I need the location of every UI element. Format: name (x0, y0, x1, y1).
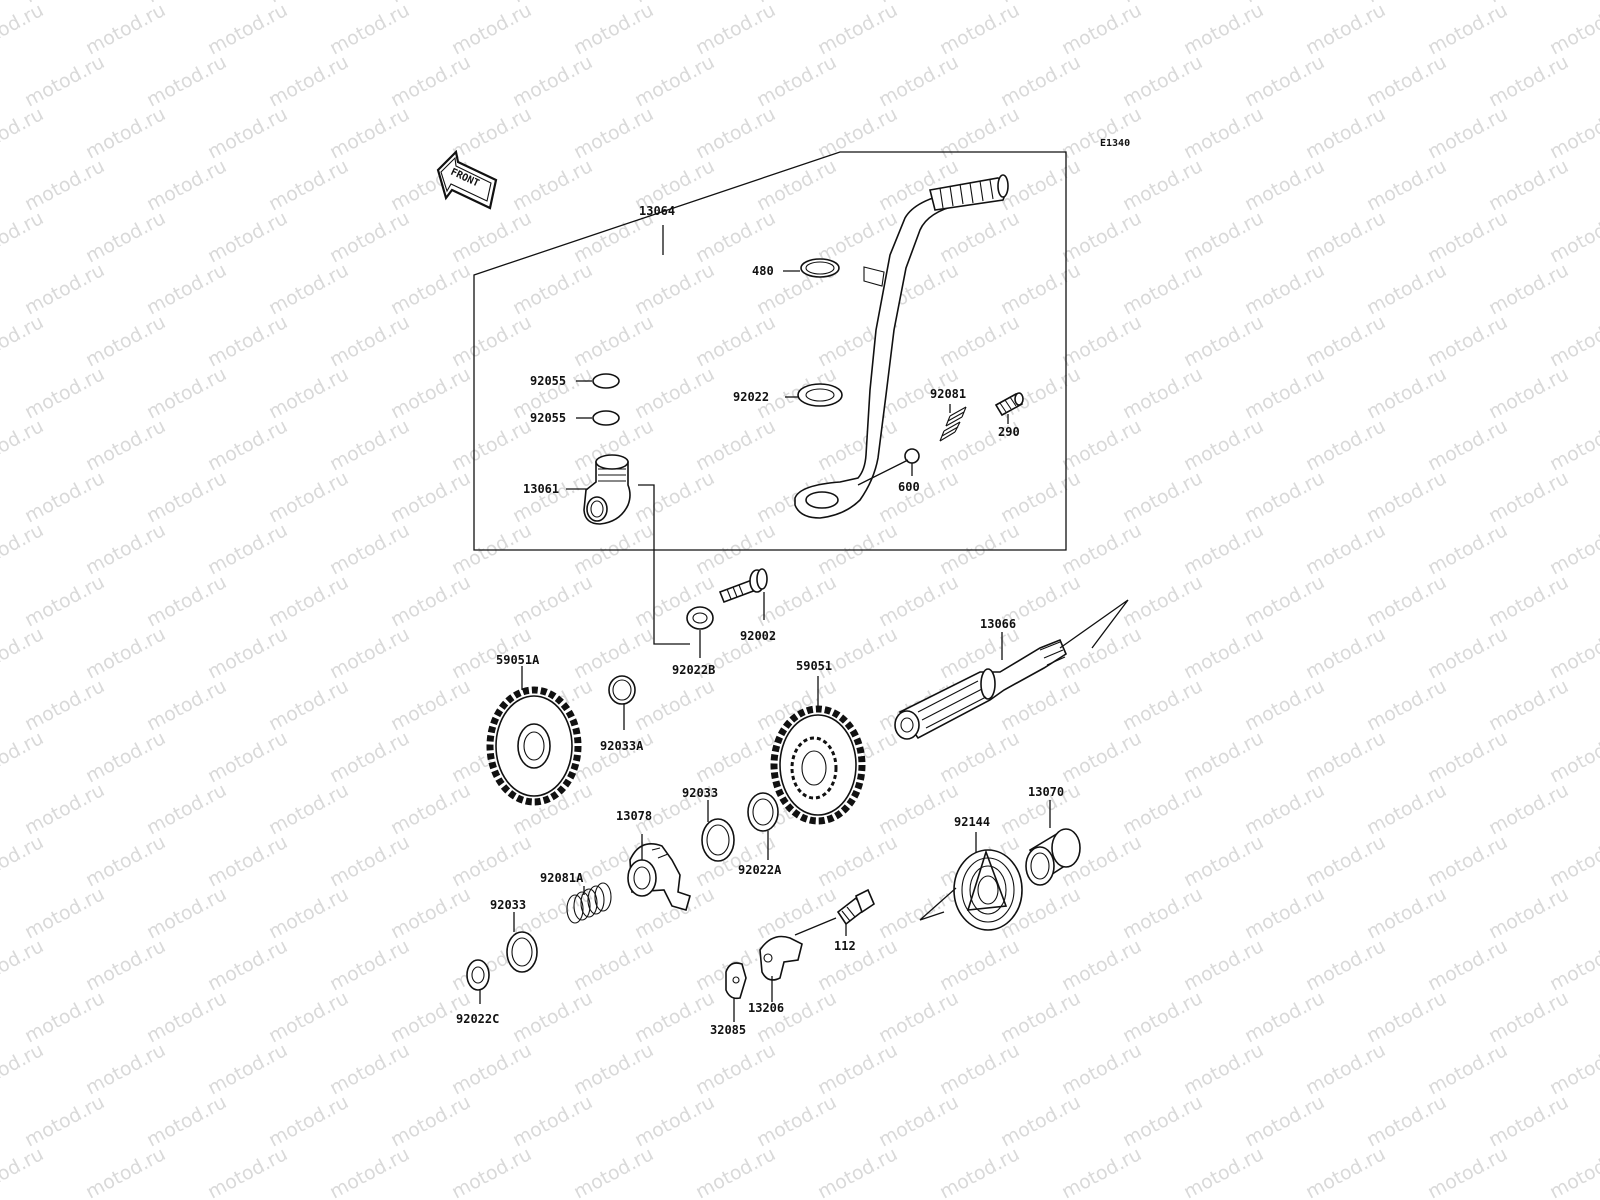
label-480: 480 (752, 264, 774, 278)
o-ring-92055-upper (592, 373, 620, 389)
diagram-code: E1340 (1100, 138, 1130, 149)
label-13064: 13064 (639, 204, 675, 218)
spring-guide-13070 (1025, 828, 1081, 886)
stopper-13206 (759, 935, 803, 981)
label-92022: 92022 (733, 390, 769, 404)
label-59051: 59051 (796, 659, 832, 673)
bolt-112 (836, 888, 875, 926)
ratchet-13078 (627, 843, 691, 911)
label-600: 600 (898, 480, 920, 494)
connector-line (638, 484, 690, 645)
label-92033: 92033 (682, 786, 718, 800)
kick-pedal-lever (794, 174, 1009, 519)
shaft-13061 (583, 454, 631, 525)
washer-92022C (466, 959, 490, 991)
spring-92081 (939, 406, 967, 442)
label-112: 112 (834, 939, 856, 953)
shaft-axis-line (1059, 599, 1129, 649)
bolt-92002 (718, 568, 768, 604)
kick-shaft-13066 (894, 638, 1068, 740)
spring-axis-line (919, 887, 957, 921)
label-92033-lower: 92033 (490, 898, 526, 912)
label-92022A: 92022A (738, 863, 782, 877)
gear-59051 (770, 705, 866, 825)
label-92081A: 92081A (540, 871, 584, 885)
label-92033A: 92033A (600, 739, 644, 753)
washer-92022B (686, 606, 714, 630)
label-13070: 13070 (1028, 785, 1064, 799)
washer-92022 (797, 383, 843, 407)
label-32085: 32085 (710, 1023, 746, 1037)
label-92144: 92144 (954, 815, 990, 829)
label-92055-upper: 92055 (530, 374, 566, 388)
label-13206: 13206 (748, 1001, 784, 1015)
label-92055-lower: 92055 (530, 411, 566, 425)
bolt-axis-line (794, 917, 837, 936)
plate-32085 (725, 962, 747, 1000)
gear-59051A (486, 686, 582, 806)
assembly-box-13064 (473, 151, 1067, 551)
front-arrow-icon: FRONT (436, 149, 498, 210)
label-13078: 13078 (616, 809, 652, 823)
label-59051A: 59051A (496, 653, 540, 667)
label-92022C: 92022C (456, 1012, 499, 1026)
label-13066: 13066 (980, 617, 1016, 631)
label-92022B: 92022B (672, 663, 715, 677)
pin-290 (994, 392, 1024, 417)
torsion-spring-92144 (953, 849, 1023, 931)
o-ring-92055-lower (592, 410, 620, 426)
label-290: 290 (998, 425, 1020, 439)
spring-92081A (566, 882, 612, 924)
label-13061: 13061 (523, 482, 559, 496)
label-92002: 92002 (740, 629, 776, 643)
label-92081: 92081 (930, 387, 966, 401)
